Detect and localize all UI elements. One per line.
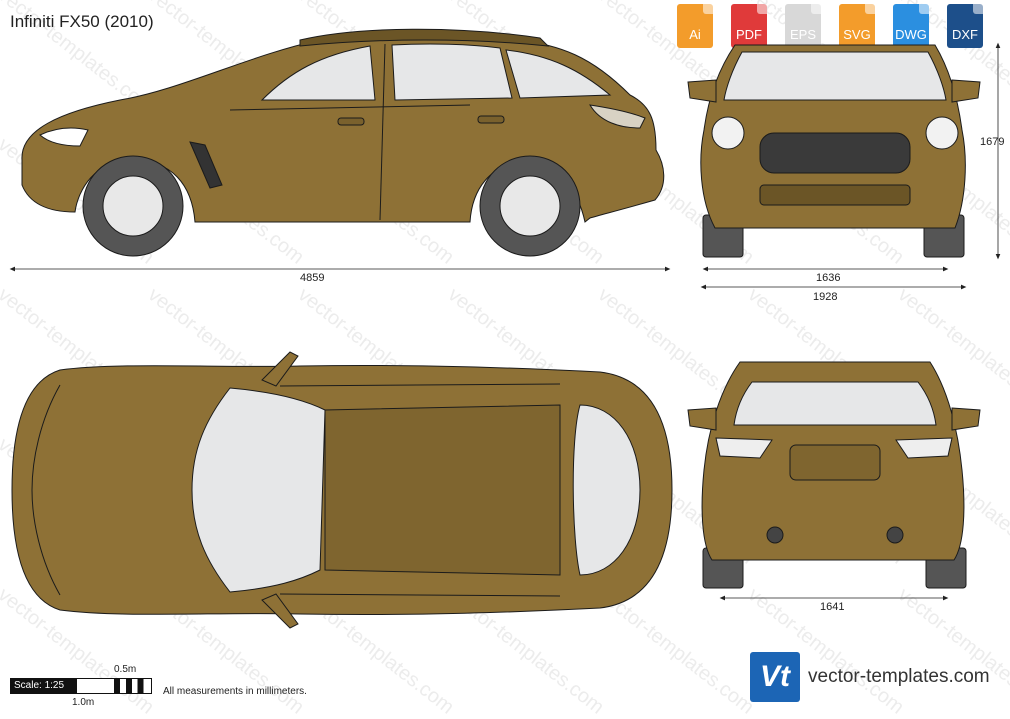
side-front-window [391, 43, 513, 101]
side-taillight [589, 104, 646, 129]
side-roof-rail [299, 28, 550, 47]
rear-window [733, 381, 937, 426]
dwg-file-icon[interactable]: DWG [886, 4, 936, 50]
top-view [11, 351, 673, 629]
svg-file-icon[interactable]: SVG [832, 4, 882, 50]
top-mirror-lower [261, 593, 299, 629]
pdf-file-icon[interactable]: PDF [724, 4, 774, 50]
scale-bar: 0.5m Scale: 1:25 1.0m [10, 664, 160, 712]
front-windshield [723, 51, 947, 101]
length-dimension: 4859 [300, 272, 325, 284]
side-rear-window [260, 45, 376, 101]
dxf-file-icon[interactable]: DXF [940, 4, 990, 50]
rear-taillight-right [895, 437, 953, 459]
side-quarter-window [505, 49, 612, 99]
top-rear-window [572, 404, 641, 576]
height-dimension: 1679 [980, 136, 1005, 148]
rear-track-dimension: 1641 [820, 601, 845, 613]
rear-mirror-left [687, 407, 717, 431]
side-vent [189, 141, 223, 189]
page-title: Infiniti FX50 (2010) [10, 12, 154, 31]
format-icons: Ai PDF EPS SVG DWG DXF [670, 4, 990, 50]
side-headlight [39, 127, 89, 147]
rear-view [687, 361, 981, 589]
scale-label: Scale: 1:25 [10, 678, 78, 694]
measurement-note: All measurements in millimeters. [163, 686, 307, 697]
front-mirror-left [687, 79, 717, 103]
front-view [687, 44, 981, 258]
ai-file-icon[interactable]: Ai [670, 4, 720, 50]
top-roof [324, 404, 561, 576]
front-mirror-right [951, 79, 981, 103]
front-grille [759, 132, 911, 174]
rear-mirror-right [951, 407, 981, 431]
rear-taillight-left [715, 437, 773, 459]
front-track-dimension: 1636 [816, 272, 841, 284]
top-mirror-upper [261, 351, 299, 387]
eps-file-icon[interactable]: EPS [778, 4, 828, 50]
brand-site: vector-templates.com [808, 666, 990, 687]
brand-block[interactable]: Vt vector-templates.com [750, 652, 1006, 706]
top-windshield [191, 387, 326, 593]
side-view [21, 28, 665, 257]
width-dimension: 1928 [813, 291, 838, 303]
scale-one-meter-label: 1.0m [72, 697, 95, 708]
scale-ruler [76, 678, 152, 694]
rear-wheel [499, 175, 561, 237]
vt-logo-icon: Vt [750, 652, 800, 702]
scale-half-meter-label: 0.5m [114, 664, 137, 675]
front-wheel [102, 175, 164, 237]
